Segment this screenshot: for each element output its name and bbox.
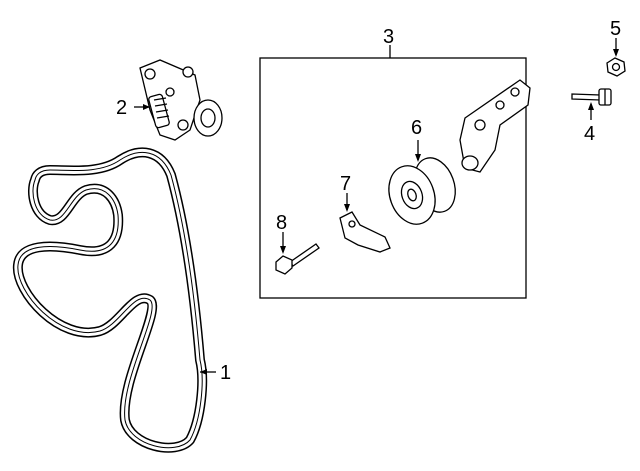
idler-pulley[interactable] bbox=[381, 152, 462, 231]
bolt-8[interactable] bbox=[275, 243, 320, 275]
arrow-icon bbox=[613, 49, 619, 57]
callout-2[interactable]: 2 bbox=[116, 97, 127, 119]
arrow-icon bbox=[143, 104, 150, 110]
serpentine-belt[interactable] bbox=[12, 147, 208, 453]
arrow-icon bbox=[588, 102, 594, 110]
arrow-icon bbox=[280, 246, 286, 254]
callout-6[interactable]: 6 bbox=[411, 117, 422, 139]
pulley-cover[interactable] bbox=[339, 211, 391, 253]
callout-5[interactable]: 5 bbox=[610, 18, 621, 40]
assembly-group-box bbox=[259, 57, 527, 299]
arrow-icon bbox=[344, 204, 350, 212]
belt-tensioner[interactable] bbox=[139, 59, 223, 141]
arrow-icon bbox=[415, 154, 421, 162]
callout-4[interactable]: 4 bbox=[584, 123, 595, 145]
idler-bracket[interactable] bbox=[459, 79, 531, 173]
arrow-icon bbox=[200, 369, 207, 375]
nut[interactable] bbox=[606, 57, 626, 77]
callout-7[interactable]: 7 bbox=[340, 173, 351, 195]
callout-3[interactable]: 3 bbox=[383, 26, 394, 48]
callout-1[interactable]: 1 bbox=[220, 362, 231, 384]
callout-8[interactable]: 8 bbox=[276, 212, 287, 234]
bracket-bolt[interactable] bbox=[571, 88, 612, 106]
